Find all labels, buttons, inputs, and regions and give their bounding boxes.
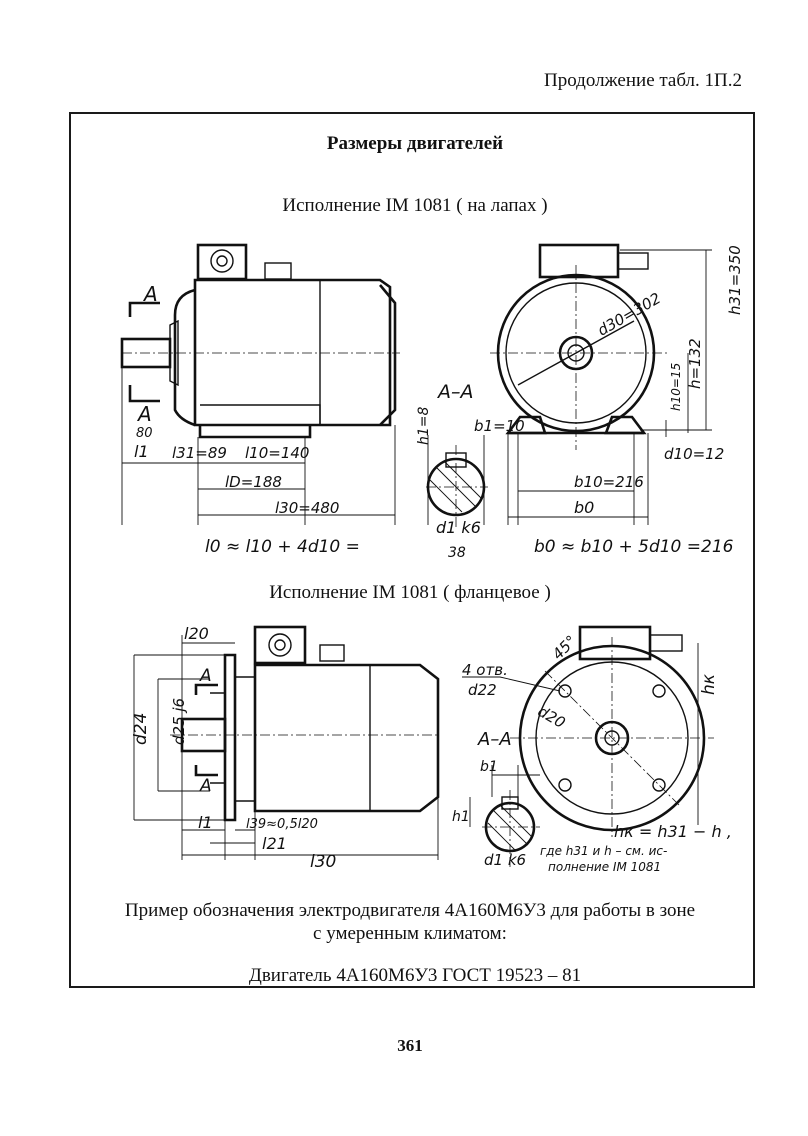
label-d10: d10=12 [664,445,724,463]
label-b0: b0 [574,498,594,517]
label-flange-section-aa: A–A [477,729,512,750]
label-h1: h1=8 [416,406,432,445]
label-flange-a-top: A [199,666,212,686]
label-holes: 4 отв. [462,661,508,679]
label-section-aa: A–A [436,381,474,403]
content-frame [69,112,755,988]
label-h31: h31=350 [726,245,744,315]
formula-l0: l0 ≈ l10 + 4d10 = [205,537,360,557]
label-a-top: A [142,282,158,306]
note-line1: где h31 и h – см. ис- [540,844,667,858]
flange-mount-drawing: A A d24 d25 j6 l20 l1 l39≈0,5l20 l21 l30… [131,624,732,874]
note-line2: полнение IM 1081 [548,860,661,874]
label-d22: d22 [468,681,497,699]
label-h: h=132 [686,338,704,389]
label-d1: d1 k6 [436,518,481,537]
version-flange-title: Исполнение IM 1081 ( фланцевое ) [269,582,551,603]
label-l20: l20 [184,624,209,643]
section-title: Размеры двигателей [326,133,504,154]
label-b1: b1=10 [474,417,525,435]
label-80: 80 [136,426,153,441]
continuation-header: Продолжение табл. 1П.2 [543,70,742,91]
label-d1-value: 38 [448,545,466,561]
label-angle: 45° [549,632,581,664]
label-b10: b10=216 [574,473,644,491]
example-line-2: с умеренным климатом: [313,923,507,944]
formula-b0: b0 ≈ b10 + 5d10 =216 [534,537,734,557]
label-flange-l30: l30 [310,852,336,872]
label-l39: l39≈0,5l20 [246,817,318,832]
example-line-1: Пример обозначения электродвигателя 4А16… [124,900,696,921]
label-l31: l31=89 [172,444,227,462]
designation-example: Двигатель 4А160М6У3 ГОСТ 19523 – 81 [248,965,582,986]
foot-mount-drawing: A A 80 l1 l31=89 l10=140 lD=188 l30=480 … [120,243,744,561]
label-l1: l1 [134,442,149,461]
label-flange-d1: d1 k6 [484,851,526,869]
motor-end-view [490,243,670,450]
label-l10: l10=140 [245,444,309,462]
formula-hk: hк = h31 − h , [614,822,732,841]
label-d24: d24 [131,713,151,745]
label-ld: lD=188 [225,473,282,491]
label-a-bottom: A [136,402,152,426]
page-number: 361 [397,1036,423,1055]
label-l21: l21 [262,834,287,853]
label-hk: hк [699,673,719,695]
label-flange-l1: l1 [198,813,213,832]
label-h10: h10=15 [669,363,683,411]
label-l30: l30=480 [275,499,339,517]
motor-side-view [120,243,400,439]
label-flange-b1: b1 [480,759,498,775]
flange-end-view [510,625,714,837]
label-flange-h1: h1 [452,809,470,825]
label-flange-a-bottom: A [199,776,212,796]
version-foot-title: Исполнение IM 1081 ( на лапах ) [282,195,548,216]
label-d20: d20 [535,702,569,732]
label-d25: d25 j6 [170,698,188,745]
